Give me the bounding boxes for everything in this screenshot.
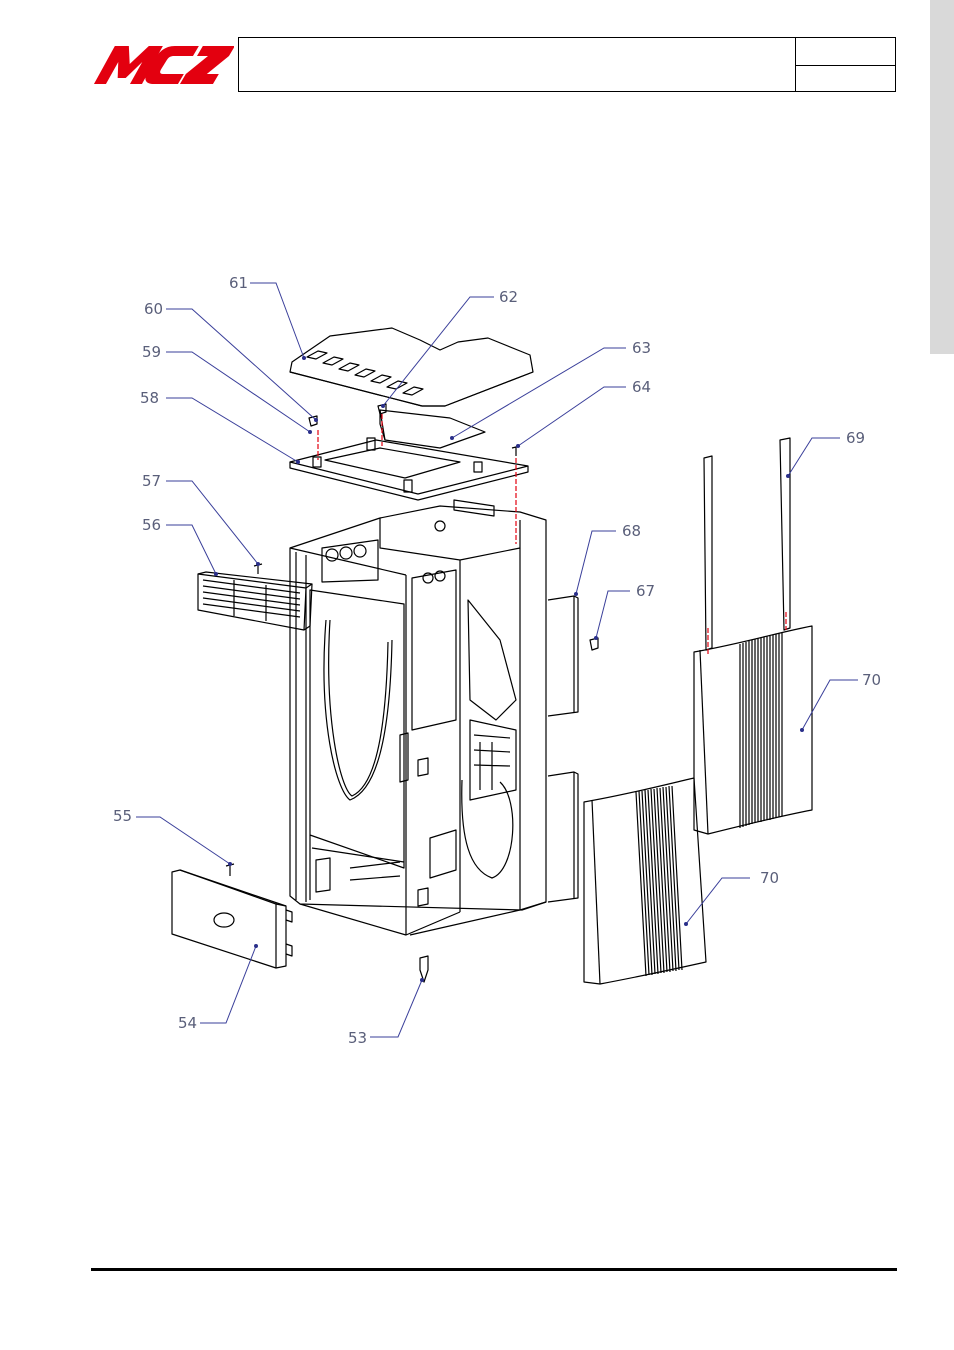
leader-dots <box>214 356 804 982</box>
callout-70-right: 70 <box>862 671 881 689</box>
part-rods <box>703 437 791 651</box>
part-side-panel-left <box>583 777 707 985</box>
header-box <box>238 37 896 92</box>
callout-68: 68 <box>622 522 641 540</box>
callout-62: 62 <box>499 288 518 306</box>
callout-53: 53 <box>348 1029 367 1047</box>
callout-69: 69 <box>846 429 865 447</box>
part-grille <box>197 571 313 631</box>
side-tab <box>930 0 954 354</box>
header-cells <box>795 38 895 91</box>
header-cell-top <box>796 38 895 66</box>
assembly-axes <box>317 414 787 656</box>
callout-67: 67 <box>636 582 655 600</box>
part-side-brackets <box>547 595 579 903</box>
part-bracket <box>379 409 486 449</box>
callout-63: 63 <box>632 339 651 357</box>
callout-labels: 53 54 55 56 57 58 59 60 61 62 63 64 67 6… <box>113 274 881 1047</box>
callout-55: 55 <box>113 807 132 825</box>
part-lower-panel <box>171 869 293 969</box>
part-frame-plate <box>289 437 529 501</box>
callout-54: 54 <box>178 1014 197 1032</box>
callout-58: 58 <box>140 389 159 407</box>
callout-61: 61 <box>229 274 248 292</box>
callout-56: 56 <box>142 516 161 534</box>
mcz-logo <box>92 42 235 88</box>
callout-57: 57 <box>142 472 161 490</box>
callout-64: 64 <box>632 378 651 396</box>
stove-body <box>289 499 547 936</box>
part-side-panel-right <box>693 625 813 835</box>
callout-60: 60 <box>144 300 163 318</box>
leader-lines <box>136 282 858 1038</box>
callout-59: 59 <box>142 343 161 361</box>
part-top-cover <box>289 327 534 407</box>
footer-rule <box>91 1268 897 1271</box>
callout-70-left: 70 <box>760 869 779 887</box>
